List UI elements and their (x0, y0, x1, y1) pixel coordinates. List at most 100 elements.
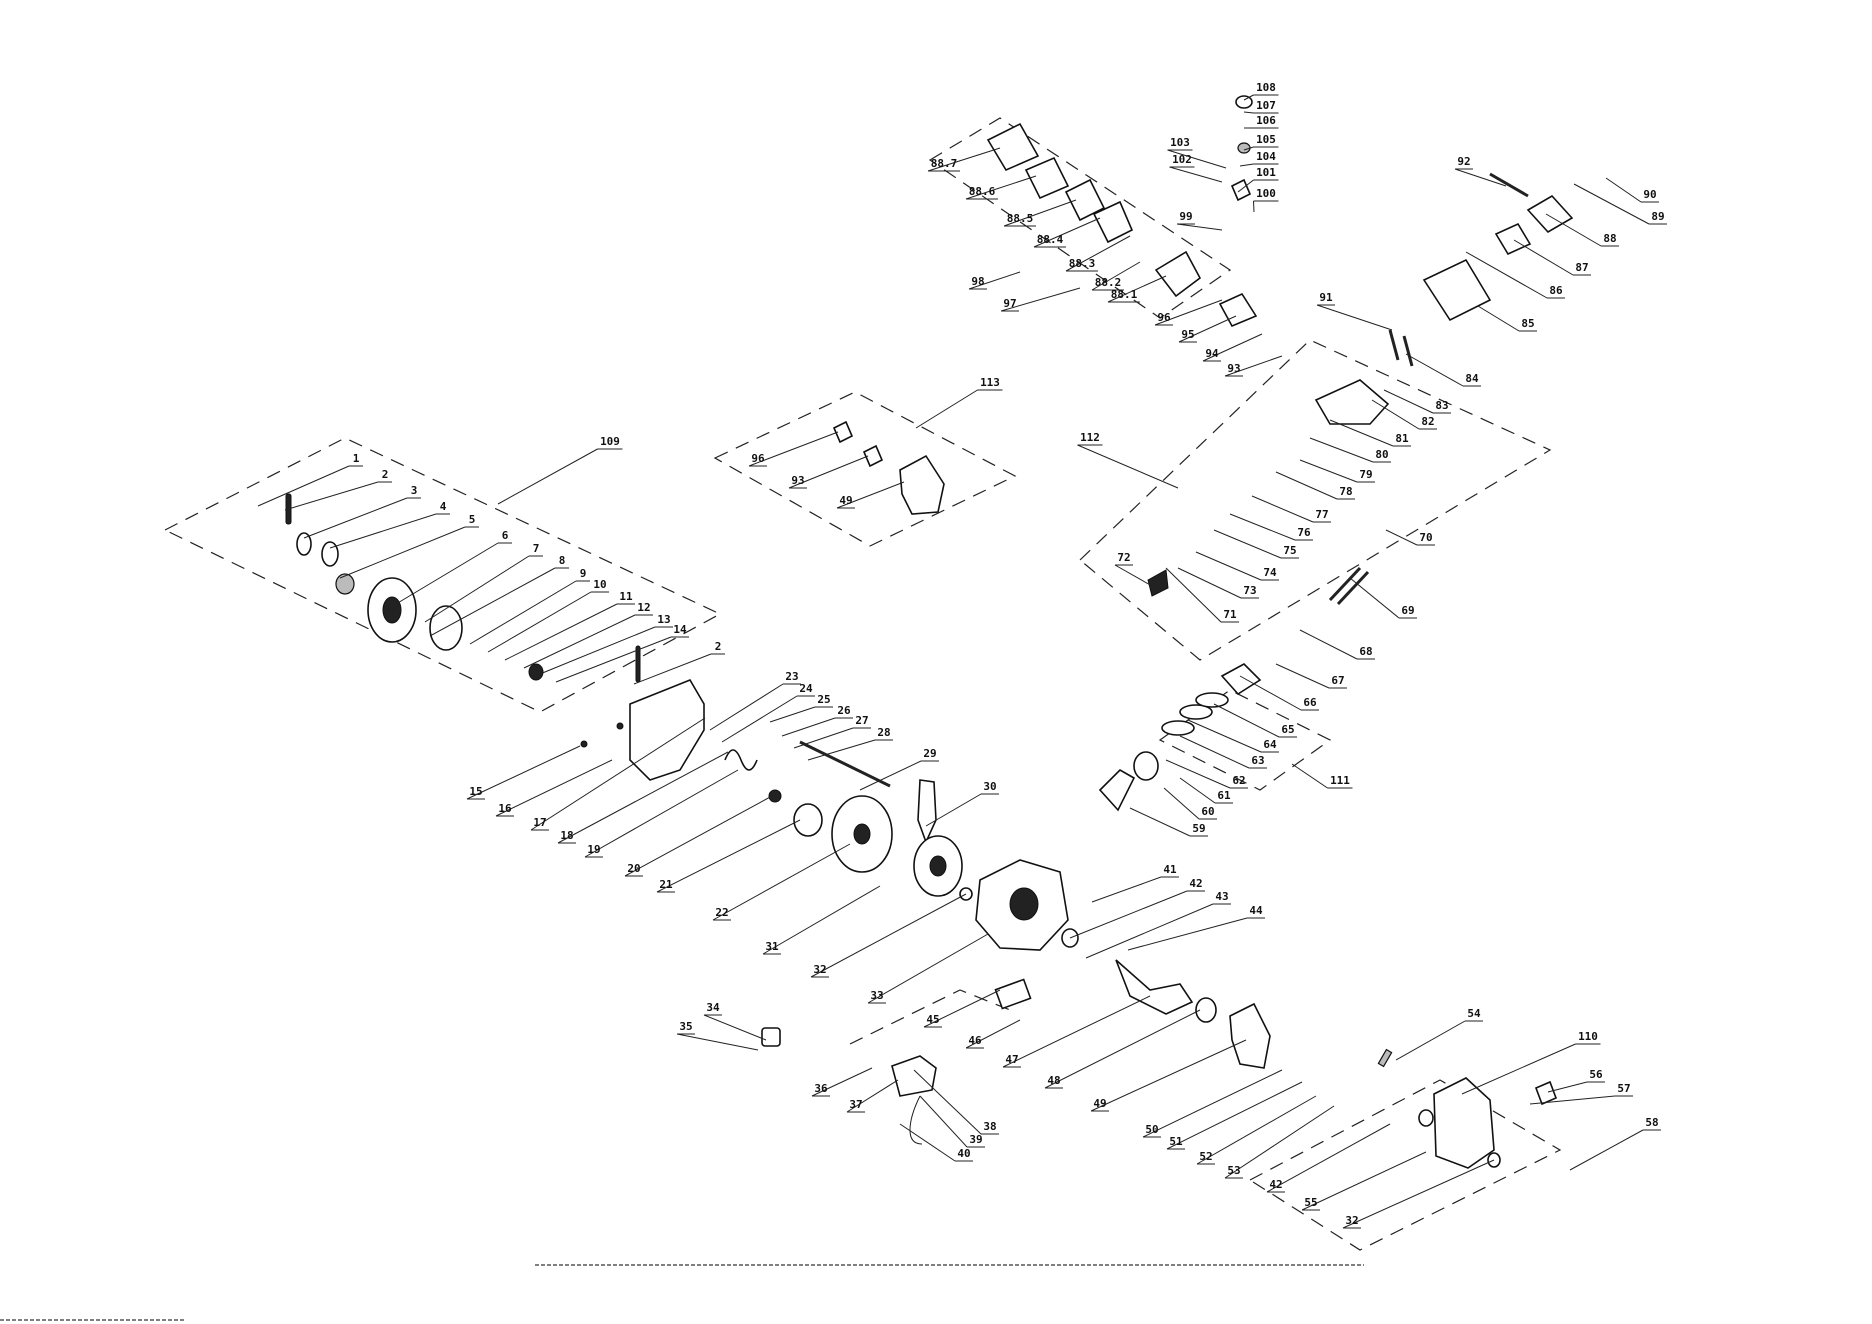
callout-label: 89 (1651, 210, 1664, 223)
callout-leader-line (1253, 200, 1255, 213)
callout-label: 109 (600, 435, 620, 448)
callout-label: 40 (957, 1147, 970, 1160)
part-crankcase-cover (1433, 1077, 1495, 1169)
callout-34: 34 (703, 1001, 767, 1041)
callout-label: 15 (469, 785, 482, 798)
callout-label: 17 (533, 816, 546, 829)
callout-66: 66 (1239, 675, 1319, 711)
callout-leader-line (1065, 235, 1131, 272)
callout-label: 104 (1256, 150, 1276, 163)
callout-leader-line (1316, 304, 1393, 331)
callout-label: 88.3 (1069, 257, 1096, 270)
callout-18: 18 (557, 751, 729, 844)
callout-leader-line (1266, 1123, 1391, 1193)
callout-104: 104 (1239, 150, 1279, 167)
callout-label: 85 (1521, 317, 1534, 330)
callout-label: 9 (580, 567, 587, 580)
callout-leader-line (923, 989, 1001, 1028)
callout-68: 68 (1299, 629, 1375, 660)
part-crankcase-bore (1009, 887, 1039, 921)
callout-64: 64 (1187, 719, 1279, 753)
callout-24: 24 (721, 682, 815, 743)
callout-label: 63 (1251, 754, 1264, 767)
part-crankshaft (1115, 959, 1194, 1015)
callout-leader-line (836, 481, 905, 509)
callout-88.5: 88.5 (1003, 199, 1077, 227)
callout-leader-line (1165, 759, 1231, 789)
callout-leader-line (466, 745, 581, 800)
callout-83: 83 (1383, 389, 1451, 414)
callout-leader-line (769, 706, 816, 723)
part-carburetor-95 (1218, 292, 1258, 328)
callout-49: 49 (1090, 1039, 1247, 1112)
callout-label: 25 (817, 693, 830, 706)
callout-78: 78 (1275, 471, 1355, 500)
callout-leader-line (1196, 1095, 1317, 1165)
callout-leader-line (1003, 199, 1077, 227)
callout-leader-line (584, 769, 739, 858)
callout-leader-line (867, 933, 989, 1004)
part-ring-gear-hub (853, 823, 871, 845)
callout-leader-line (504, 603, 618, 661)
callout-label: 13 (657, 613, 670, 626)
callout-label: 30 (983, 780, 996, 793)
callout-41: 41 (1091, 863, 1179, 903)
callout-leader-line (339, 526, 466, 579)
callout-label: 19 (587, 843, 600, 856)
callout-label: 73 (1243, 584, 1256, 597)
callout-leader-line (539, 626, 656, 675)
part-piston (1133, 751, 1159, 781)
callout-label: 77 (1315, 508, 1328, 521)
callout-leader-line (497, 448, 598, 505)
part-pawl (321, 541, 339, 567)
callout-leader-line (915, 389, 978, 429)
callout-106: 106 (1244, 114, 1279, 129)
callout-86: 86 (1465, 251, 1565, 299)
callout-leader-line (810, 893, 967, 978)
callout-29: 29 (859, 747, 939, 791)
callout-63: 63 (1179, 735, 1267, 769)
callout-leader-line (1291, 763, 1328, 789)
callout-46: 46 (965, 1019, 1021, 1049)
callout-leader-line (1545, 213, 1602, 247)
callout-leader-line (1187, 719, 1262, 753)
callout-88.6: 88.6 (965, 175, 1037, 200)
part-gasket-93 (862, 444, 884, 468)
callout-leader-line (1547, 1081, 1588, 1093)
callout-label: 103 (1170, 136, 1190, 149)
callout-label: 111 (1330, 774, 1350, 787)
callout-label: 83 (1435, 399, 1448, 412)
callout-label: 95 (1181, 328, 1194, 341)
callout-label: 23 (785, 670, 798, 683)
callout-leader-line (1179, 735, 1250, 769)
callout-leader-line (1573, 183, 1650, 225)
callout-93: 93 (1224, 355, 1283, 377)
callout-leader-line (968, 271, 1021, 290)
part-switch-34 (761, 1027, 781, 1047)
callout-14: 14 (555, 623, 689, 683)
callout-leader-line (793, 727, 854, 749)
callout-90: 90 (1605, 177, 1659, 203)
callout-leader-line (1091, 261, 1141, 291)
callout-109: 109 (497, 435, 623, 505)
callout-leader-line (1239, 675, 1302, 711)
callout-leader-line (676, 1033, 759, 1051)
callout-leader-line (523, 614, 636, 669)
callout-label: 71 (1223, 608, 1237, 621)
callout-40: 40 (899, 1123, 973, 1162)
callout-leader-line (709, 683, 784, 731)
callout-33: 33 (867, 933, 989, 1004)
callout-70: 70 (1385, 529, 1435, 546)
callout-leader-line (557, 751, 729, 844)
callout-label: 96 (1157, 311, 1171, 324)
callout-51: 51 (1166, 1081, 1303, 1150)
callout-leader-line (1243, 146, 1254, 151)
callout-leader-line (1179, 777, 1216, 804)
callout-leader-line (1163, 787, 1200, 820)
callout-57: 57 (1529, 1082, 1633, 1105)
callout-label: 112 (1080, 431, 1100, 444)
callout-9: 9 (469, 567, 590, 645)
callout-leader-line (1329, 419, 1394, 447)
callout-label: 88.7 (931, 157, 958, 170)
callout-label: 4 (440, 500, 447, 513)
